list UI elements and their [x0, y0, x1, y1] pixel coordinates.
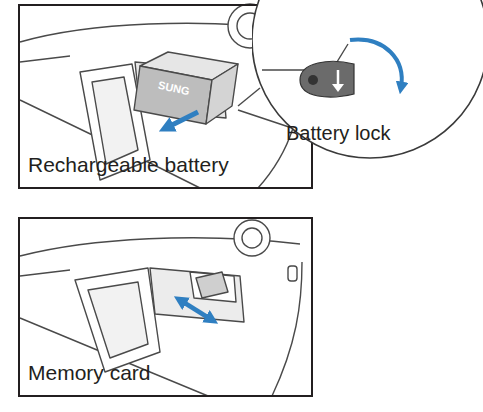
callout-leader	[238, 88, 260, 106]
caption-text: Memory card	[28, 361, 151, 385]
memory-card	[196, 272, 228, 298]
strap-eyelet	[288, 266, 297, 281]
compartment-door	[75, 268, 160, 372]
insert-arrow	[180, 300, 212, 320]
callout-outline-circle	[252, 0, 483, 158]
door-inner-panel	[88, 282, 148, 358]
callout-circle: Battery lock	[252, 0, 483, 162]
battery-front	[134, 66, 212, 124]
panel-box: Memory card	[18, 217, 313, 397]
remove-arrow	[166, 112, 198, 128]
compartment-edge	[262, 44, 348, 70]
lever-mark	[337, 70, 340, 86]
lever-pivot	[308, 75, 318, 85]
callout-text: Battery lock	[286, 122, 390, 145]
card-slot	[190, 272, 236, 302]
battery-brand-text: SUNG	[157, 79, 191, 97]
lever-mark-head	[332, 84, 344, 92]
mode-dial-inner	[242, 228, 262, 248]
door-inner-panel	[92, 77, 138, 164]
lock-lever	[300, 61, 354, 97]
caption-text: Rechargeable battery	[28, 153, 229, 177]
card-compartment	[150, 268, 244, 322]
screen-edge	[20, 56, 70, 62]
push-arrow	[350, 40, 402, 88]
camera-side-edge	[272, 262, 302, 396]
battery-side	[206, 64, 238, 124]
screen-edge	[20, 270, 70, 276]
mode-dial	[234, 220, 270, 256]
